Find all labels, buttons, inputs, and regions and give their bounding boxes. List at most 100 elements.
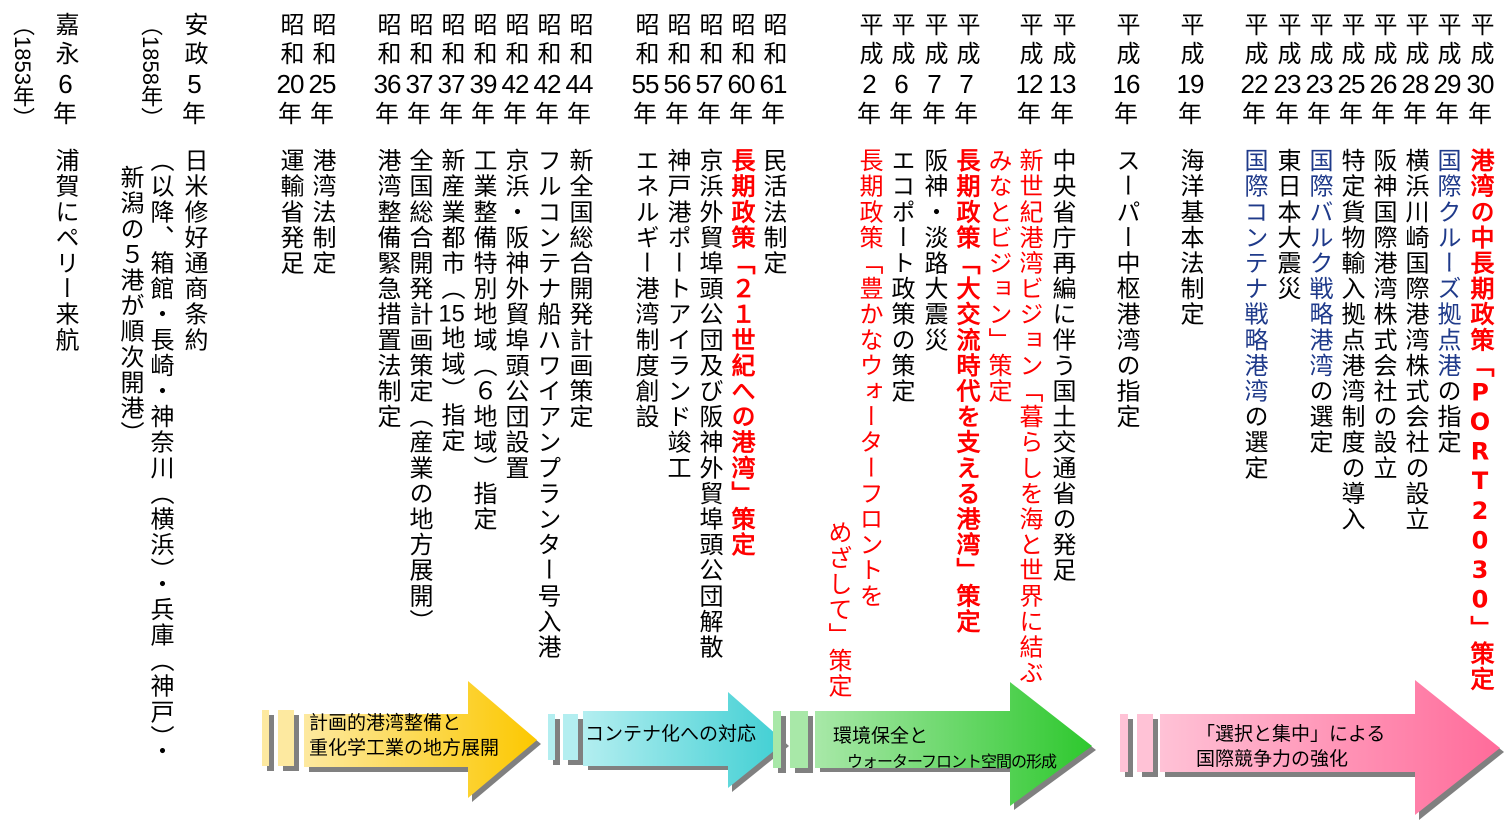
year-num: 6 [894, 69, 909, 99]
phase-label-competitiveness: 「選択と集中」による 国際競争力の強化 [1196, 722, 1385, 772]
year-num: 60 [727, 69, 756, 99]
phase-stripe [1120, 714, 1128, 772]
event-segment: 15 [438, 301, 465, 326]
year-num: 42 [533, 69, 562, 99]
year-nen: 年 [889, 100, 913, 128]
year-nen: 年 [729, 100, 753, 128]
year-era: 平成 [1240, 12, 1268, 70]
phase-label-line: ウォーターフロント空間の形成 [847, 752, 1057, 771]
year-nen: 年 [761, 100, 785, 128]
year-nen: 年 [1435, 100, 1459, 128]
event-text: 浦賀にペリー来航 [49, 148, 81, 353]
phase-label-line: 「選択と集中」による [1196, 723, 1386, 745]
year-era: 安政 [180, 12, 208, 70]
event-segment: 阪神・淡路大震災 [920, 148, 948, 353]
year-era: 平成 [1401, 12, 1429, 70]
year-nen: 年 [567, 100, 591, 128]
year-nen: 年 [1371, 100, 1395, 128]
event-text: 新全国総合開発計画策定 [563, 148, 595, 430]
event-text: （以降、箱館・長崎・神奈川（横浜）・兵庫（神戸）・ [144, 148, 176, 764]
event-text: スーパー中枢港湾の指定 [1110, 148, 1142, 430]
event-text: 新潟の５港が順次開港） [114, 165, 146, 447]
event-text: 海洋基本法制定 [1174, 148, 1206, 327]
event-segment: 神戸港ポートアイランド竣工 [663, 148, 691, 481]
event-text: 京浜・阪神外貿埠頭公団設置 [499, 148, 531, 481]
year-era: 平成 [855, 12, 883, 70]
phase-arrows [304, 680, 1504, 820]
year-nen: 年 [665, 100, 689, 128]
event-segment: 全国総合開発計画策定（産業の地方展開） [405, 148, 433, 635]
arrow-container [583, 692, 789, 792]
event-text: 工業整備特別地域（６地域）指定 [467, 148, 499, 532]
year-num: 29 [1433, 69, 1462, 99]
year-era: 昭和 [308, 12, 336, 70]
phase-label-line: 国際競争力の強化 [1196, 748, 1349, 770]
arrow-competitiveness [1160, 680, 1504, 820]
event-segment: 新産業都市（ [437, 148, 465, 302]
event-segment: 特定貨物輸入拠点港湾制度の導入 [1337, 148, 1365, 532]
event-segment: 港湾法制定 [308, 148, 336, 276]
year-num: 25 [308, 69, 337, 99]
phase-label-environment: 環境保全と ウォーターフロント空間の形成 [833, 724, 1057, 774]
year-num: 44 [565, 69, 594, 99]
event-segment: 長期政策「２１世紀への港湾」策定 [727, 148, 755, 558]
year-num: 28 [1401, 69, 1430, 99]
event-segment: 港湾整備緊急措置法制定 [373, 148, 401, 430]
year-era: 平成 [952, 12, 980, 70]
year-num: 25 [1337, 69, 1366, 99]
event-segment: 新潟の５港が順次開港） [116, 165, 144, 447]
phase-label-container: コンテナ化への対応 [585, 722, 756, 747]
event-text: 中央省庁再編に伴う国土交通省の発足 [1046, 148, 1078, 583]
year-num: 16 [1112, 69, 1141, 99]
event-text: みなとビジョン」策定 [982, 148, 1014, 404]
event-segment: 国際コンテナ戦略港湾 [1240, 148, 1268, 404]
event-text: 阪神・淡路大震災 [918, 148, 950, 353]
western-year-1853: （1853年） [10, 14, 35, 129]
year-num: 42 [501, 69, 530, 99]
year-nen: 年 [857, 100, 881, 128]
year-nen: 年 [53, 100, 77, 128]
year-era: 平成 [1015, 12, 1043, 70]
year-nen: 年 [471, 100, 495, 128]
year-nen: 年 [1114, 100, 1138, 128]
year-nen: 年 [922, 100, 946, 128]
event-text: 運輸省発足 [274, 148, 306, 276]
year-num: 12 [1015, 69, 1044, 99]
year-era: 平成 [1305, 12, 1333, 70]
event-segment: の指定 [1433, 378, 1461, 456]
event-text: フルコンテナ船ハワイアンプランター号入港 [531, 148, 563, 660]
event-text: 日米修好通商条約 [178, 148, 210, 353]
event-text: エネルギー港湾制度創設 [629, 148, 661, 430]
event-text: めざして」策定 [822, 520, 854, 699]
year-era: 嘉永 [51, 12, 79, 70]
event-text: 特定貨物輸入拠点港湾制度の導入 [1335, 148, 1367, 532]
arrow-industrial [304, 681, 541, 802]
year-nen: 年 [182, 100, 206, 128]
event-text: エコポート政策の策定 [885, 148, 917, 404]
year-era: 平成 [1337, 12, 1365, 70]
event-text: 国際クルーズ拠点港の指定 [1431, 148, 1463, 455]
year-era: 昭和 [759, 12, 787, 70]
year-era: 昭和 [405, 12, 433, 70]
phase-stripe [773, 711, 781, 768]
year-num: 13 [1048, 69, 1077, 99]
event-segment: みなとビジョン」策定 [984, 148, 1012, 404]
year-era: 昭和 [663, 12, 691, 70]
